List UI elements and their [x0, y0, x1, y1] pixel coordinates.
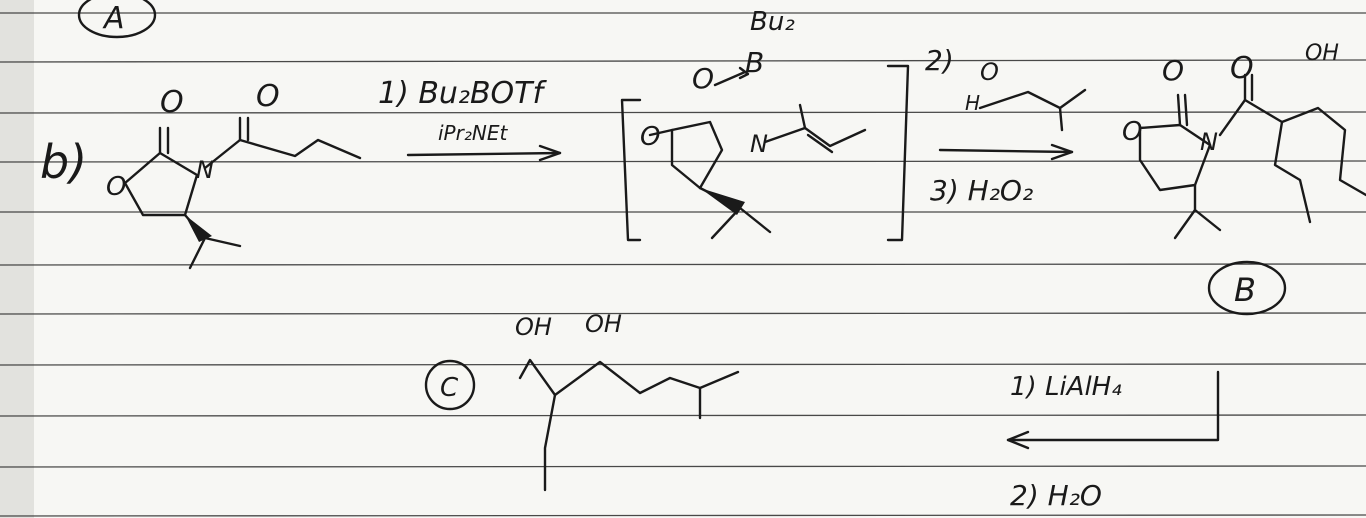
product-c: C OH OH — [424, 310, 740, 492]
starting-material: O O O N — [106, 79, 362, 270]
product-b: O O OH O N B — [1122, 41, 1366, 316]
part-a-text: A — [102, 1, 125, 36]
prod-ring-o: O — [1122, 117, 1142, 147]
int-ring-o: O — [640, 122, 660, 152]
int-o: O — [692, 62, 714, 95]
step2-reagent-3: 3) H₂O₂ — [930, 174, 1033, 207]
prod-o1: O — [1162, 54, 1184, 87]
step1-reagent-base: iPr₂NEt — [438, 121, 508, 145]
ald-o: O — [980, 58, 999, 86]
prod-oh: OH — [1305, 41, 1339, 66]
ald-h: H — [965, 91, 980, 115]
sm-carbonyl-o2: O — [256, 79, 280, 114]
c-oh2: OH — [585, 310, 622, 338]
sm-carbonyl-o1: O — [160, 85, 184, 120]
binder-margin — [0, 0, 34, 518]
part-a-label: A — [77, 0, 157, 39]
step3-reagent-1: 1) LiAlH₄ — [1010, 372, 1122, 402]
int-n: N — [750, 130, 768, 158]
step3-reagent-2: 2) H₂O — [1010, 479, 1102, 512]
part-b-label: b) — [40, 135, 87, 189]
sm-n: N — [196, 156, 214, 184]
prod-o2: O — [1230, 51, 1254, 86]
sm-ring-o: O — [106, 172, 126, 202]
boron-enolate-intermediate: Bu₂ B O O N — [620, 7, 910, 242]
compound-c-label: C — [440, 373, 459, 403]
int-boron-atom: B — [745, 46, 764, 79]
c-oh1: OH — [515, 313, 552, 341]
step2-conditions: 2) H O 3) H₂O₂ — [925, 44, 1087, 207]
step3-conditions: 1) LiAlH₄ 2) H₂O — [1006, 370, 1220, 512]
ruled-lines — [0, 12, 1366, 517]
prod-n: N — [1200, 128, 1218, 156]
step1-conditions: 1) Bu₂BOTf iPr₂NEt — [378, 76, 562, 162]
step1-reagent-1: 1) Bu₂BOTf — [378, 76, 547, 111]
compound-b-label: B — [1234, 271, 1256, 309]
step2-reagent-2: 2) — [925, 44, 954, 77]
int-boron-label: Bu₂ — [750, 7, 795, 37]
